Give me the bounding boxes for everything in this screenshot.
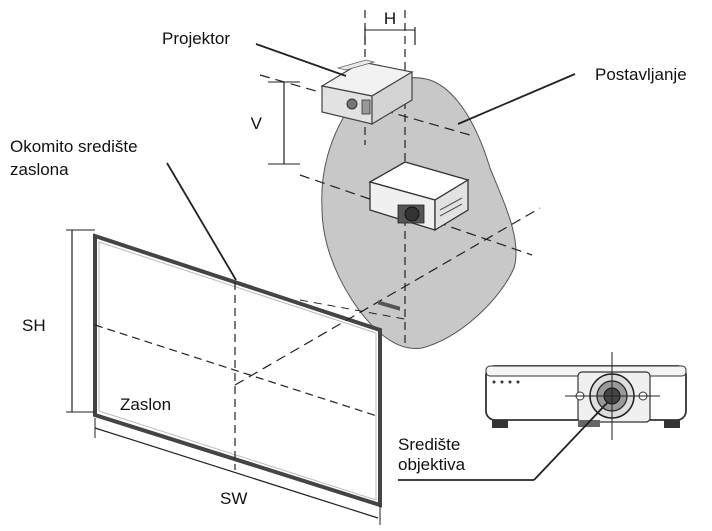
h-label: H: [384, 9, 396, 28]
lower-dashed-line: [299, 299, 411, 321]
vertical-center-label-line2: zaslona: [10, 160, 69, 179]
vertical-center-label-line1: Okomito središte: [10, 137, 138, 156]
upper-projector: [320, 59, 414, 126]
lens-center-label-line2: objektiva: [398, 455, 466, 474]
projector-front-view: [485, 352, 687, 440]
screen-label: Zaslon: [120, 395, 171, 414]
v-label: V: [251, 114, 263, 133]
installation-leader-line: [457, 73, 576, 125]
projection-axis-line: [234, 207, 541, 386]
projector-label: Projektor: [162, 29, 230, 48]
lens-center-leader-line-diag: [533, 401, 609, 481]
projector-leader-line: [255, 43, 347, 77]
sh-label: SH: [22, 316, 46, 335]
installation-label: Postavljanje: [595, 65, 687, 84]
vertical-center-leader-line: [166, 162, 237, 281]
installation-horizontal-axis: [299, 174, 533, 256]
lower-projector: [368, 161, 470, 311]
sw-label: SW: [220, 489, 247, 508]
lens-center-label-line1: Središte: [398, 435, 460, 454]
upper-horizontal-axis: [259, 74, 471, 136]
screen-horizontal-center-line: [94, 324, 381, 418]
